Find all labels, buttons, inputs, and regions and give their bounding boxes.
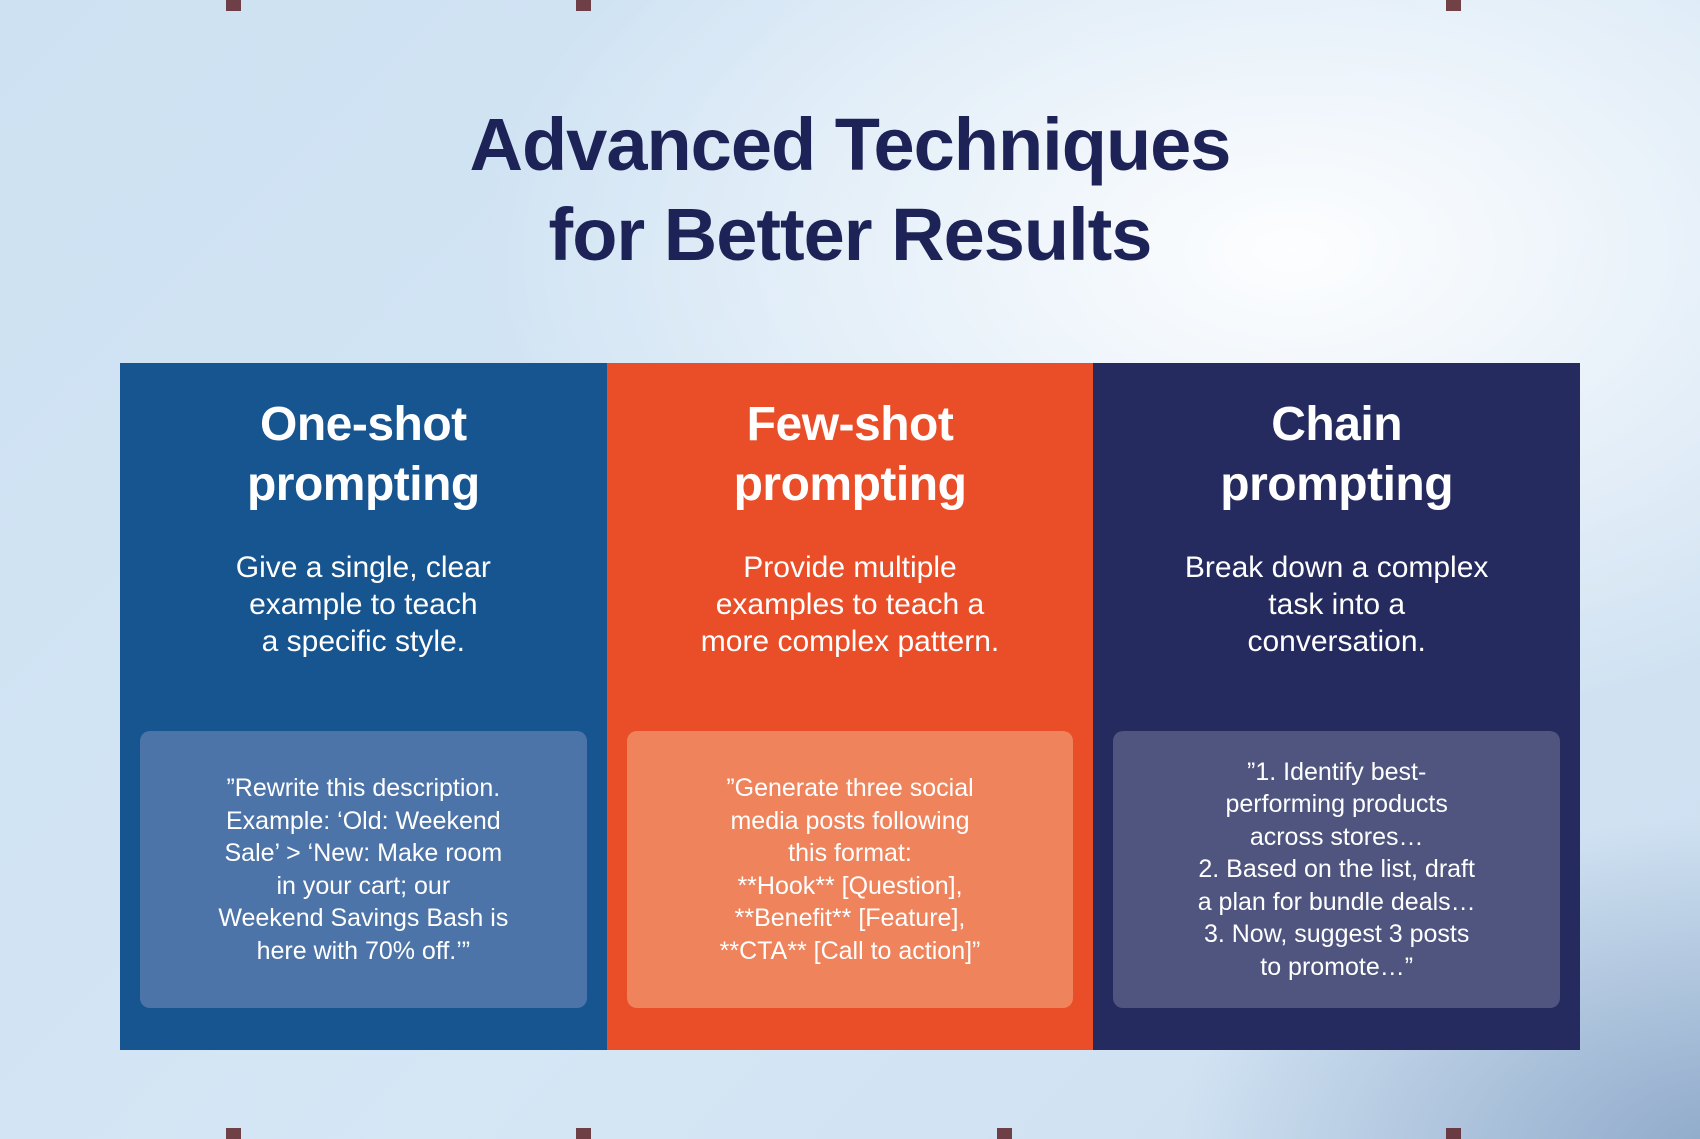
cards-row: One-shot prompting Give a single, clear … — [120, 363, 1581, 1050]
edge-artifact-mark — [226, 1128, 241, 1139]
edge-artifact-mark — [226, 0, 241, 11]
page-title: Advanced Techniques for Better Results — [469, 103, 1232, 277]
card-example-text: ”Rewrite this description. Example: ‘Old… — [218, 774, 509, 965]
card-heading: Few-shot prompting — [733, 398, 967, 511]
card-description: Provide multiple examples to teach a mor… — [700, 551, 1000, 659]
card-few-shot-prompting: Few-shot prompting Provide multiple exam… — [606, 363, 1094, 1050]
card-heading: Chain prompting — [1220, 398, 1454, 511]
edge-artifact-mark — [576, 1128, 591, 1139]
card-example-box: ”1. Identify best- performing products a… — [1113, 731, 1561, 1008]
edge-artifact-mark — [997, 1128, 1012, 1139]
card-one-shot-prompting: One-shot prompting Give a single, clear … — [120, 363, 607, 1050]
card-example-box: ”Rewrite this description. Example: ‘Old… — [140, 731, 587, 1008]
card-description: Give a single, clear example to teach a … — [235, 551, 491, 659]
card-description: Break down a complex task into a convers… — [1184, 551, 1489, 659]
edge-artifact-mark — [1446, 0, 1461, 11]
card-example-box: ”Generate three social media posts follo… — [626, 731, 1074, 1008]
card-example-text: ”Generate three social media posts follo… — [719, 774, 981, 965]
card-example-text: ”1. Identify best- performing products a… — [1197, 757, 1476, 981]
edge-artifact-mark — [1446, 1128, 1461, 1139]
card-heading: One-shot prompting — [246, 398, 480, 511]
card-chain-prompting: Chain prompting Break down a complex tas… — [1093, 363, 1581, 1050]
edge-artifact-mark — [576, 0, 591, 11]
